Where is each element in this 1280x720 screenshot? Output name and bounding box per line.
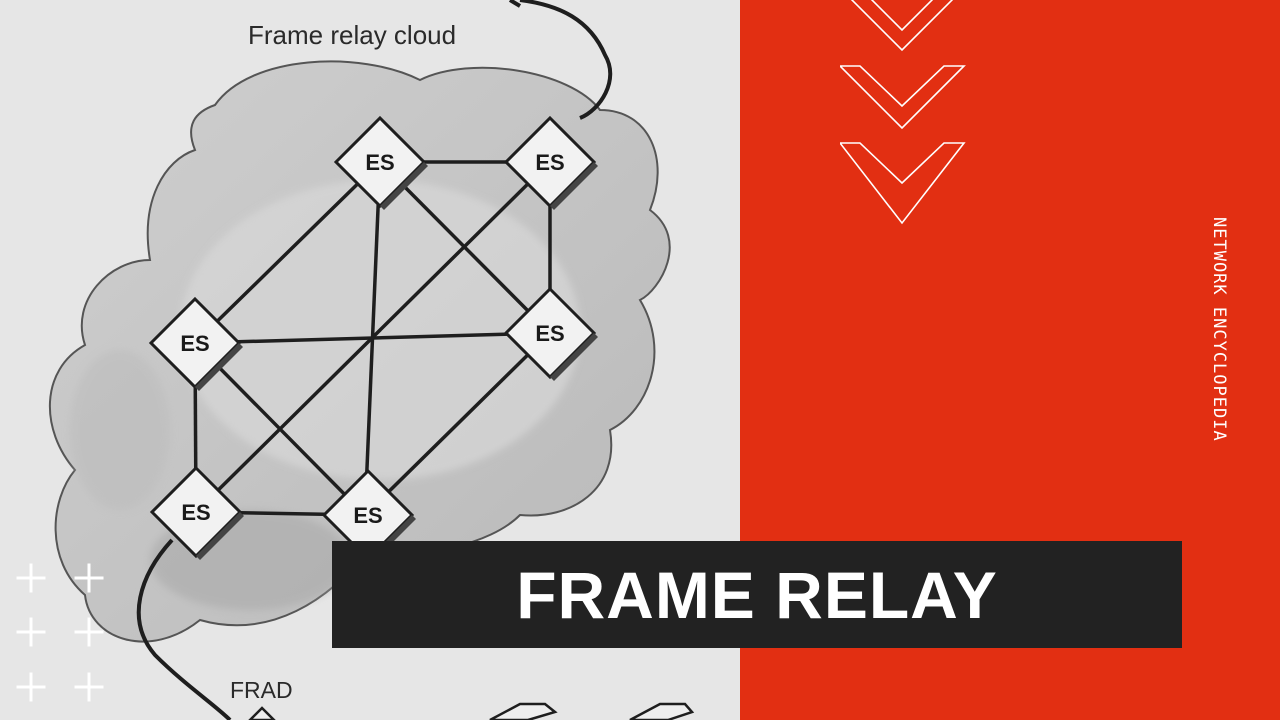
series-label: NETWORK ENCYCLOPEDIA (1209, 217, 1229, 442)
svg-text:ES: ES (535, 150, 564, 175)
frad-label: FRAD (230, 677, 293, 703)
switch-node: ES (503, 286, 598, 381)
svg-text:ES: ES (180, 331, 209, 356)
frame-relay-diagram: ES ES ES ES ES ES (48, 0, 695, 720)
switch-node: ES (503, 115, 598, 210)
svg-text:ES: ES (181, 500, 210, 525)
external-link-lines (136, 0, 613, 720)
switch-node: ES (333, 115, 428, 210)
page-title: FRAME RELAY (516, 557, 998, 632)
svg-text:ES: ES (353, 503, 382, 528)
switch-node: ES (149, 465, 244, 560)
svg-text:ES: ES (365, 150, 394, 175)
chevron-down-icon (840, 0, 966, 225)
title-banner: FRAME RELAY (332, 541, 1182, 648)
cloud-label: Frame relay cloud (248, 20, 456, 50)
svg-text:ES: ES (535, 321, 564, 346)
switch-node: ES (148, 296, 243, 391)
frad-device-icons (248, 702, 695, 720)
plus-pattern-icon (16, 563, 104, 702)
